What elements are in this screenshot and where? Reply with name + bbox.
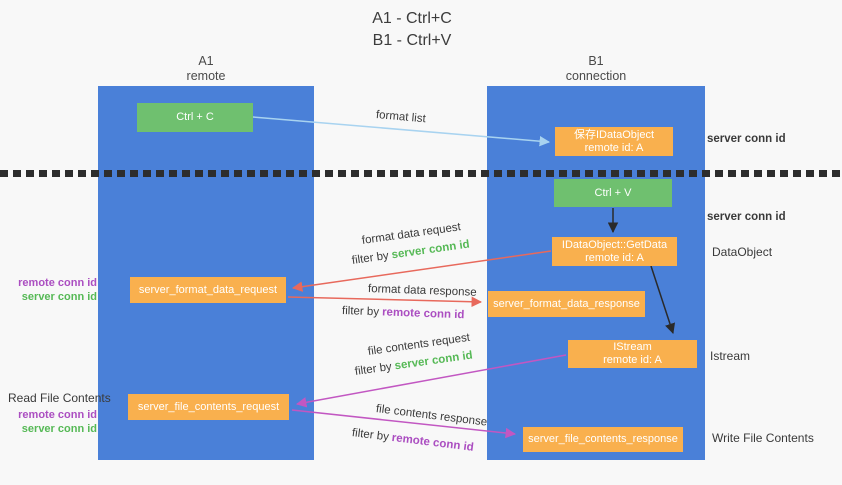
arrow-getdata-to-istream bbox=[650, 265, 676, 334]
remote-conn-id-term: remote conn id bbox=[18, 409, 97, 421]
node-server-format-data-request: server_format_data_request bbox=[130, 277, 286, 303]
node-istream-line1: IStream bbox=[613, 341, 652, 353]
node-ctrl-c: Ctrl + C bbox=[137, 103, 253, 132]
title-line-1: A1 - Ctrl+C bbox=[372, 10, 452, 27]
column-a-id: A1 bbox=[198, 54, 214, 68]
arrow-format-data-response bbox=[287, 296, 483, 308]
server-conn-id-term: server conn id bbox=[21, 423, 97, 435]
node-server-format-data-request-label: server_format_data_request bbox=[138, 283, 278, 296]
node-ctrl-c-label: Ctrl + C bbox=[176, 111, 214, 123]
node-save-dataobject: 保存IDataObject remote id: A bbox=[555, 127, 673, 156]
label-istream: Istream bbox=[710, 349, 751, 363]
arrow-format-data-request bbox=[291, 250, 552, 292]
server-conn-id-term: server conn id bbox=[21, 291, 97, 303]
label-write-file-contents: Write File Contents bbox=[712, 431, 814, 445]
title-line-2: B1 - Ctrl+V bbox=[372, 32, 452, 49]
node-getdata-line1: IDataObject::GetData bbox=[561, 238, 668, 251]
node-istream-line2: remote id: A bbox=[603, 354, 662, 366]
column-b-role: connection bbox=[565, 69, 627, 83]
filter-by-text: filter by bbox=[341, 305, 380, 319]
node-getdata: IDataObject::GetData remote id: A bbox=[552, 237, 677, 266]
right-server-conn-id-mid: server conn id bbox=[707, 211, 786, 223]
node-server-file-contents-request-label: server_file_contents_request bbox=[137, 400, 280, 413]
node-save-dataobject-line2: remote id: A bbox=[584, 141, 644, 154]
label-dataobject: DataObject bbox=[712, 245, 773, 259]
node-server-format-data-response-label: server_format_data_response bbox=[493, 297, 640, 310]
node-server-file-contents-response-label: server_file_contents_response bbox=[528, 433, 678, 445]
left-conn-id-stack-1: remote conn id server conn id bbox=[10, 276, 97, 304]
node-server-format-data-response: server_format_data_response bbox=[488, 291, 645, 317]
node-ctrl-v: Ctrl + V bbox=[554, 179, 672, 207]
arrow-file-contents-request bbox=[295, 354, 567, 408]
right-server-conn-id-top: server conn id bbox=[707, 133, 786, 145]
diagram-title: A1 - Ctrl+C B1 - Ctrl+V bbox=[0, 8, 824, 52]
copy-paste-divider-line bbox=[0, 170, 842, 177]
label-read-file-contents: Read File Contents bbox=[8, 391, 111, 405]
column-a-role: remote bbox=[186, 69, 226, 83]
node-server-file-contents-request: server_file_contents_request bbox=[128, 394, 289, 420]
column-b-header: B1 connection bbox=[487, 54, 705, 84]
node-server-file-contents-response: server_file_contents_response bbox=[523, 427, 683, 452]
node-istream: IStream remote id: A bbox=[568, 340, 697, 368]
node-save-dataobject-line1: 保存IDataObject bbox=[573, 128, 655, 141]
remote-conn-id-term: remote conn id bbox=[18, 277, 97, 289]
node-getdata-line2: remote id: A bbox=[585, 251, 644, 264]
arrow-format-list bbox=[252, 116, 551, 147]
node-ctrl-v-label: Ctrl + V bbox=[594, 186, 632, 199]
column-a-header: A1 remote bbox=[98, 54, 314, 84]
column-b-id: B1 bbox=[588, 54, 604, 68]
left-conn-id-stack-2: remote conn id server conn id bbox=[10, 408, 97, 436]
arrow-file-contents-response bbox=[291, 409, 517, 439]
